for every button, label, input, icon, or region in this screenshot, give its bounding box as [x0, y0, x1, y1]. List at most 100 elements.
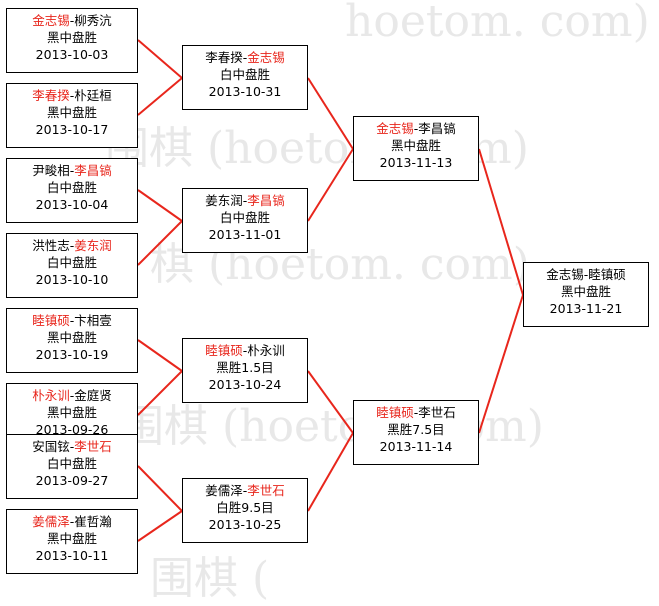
player-separator: -: [413, 121, 419, 136]
player-two: 柳秀沆: [74, 13, 112, 28]
match-result: 黑胜1.5目: [216, 360, 274, 375]
match-result: 白中盘胜: [219, 67, 270, 82]
match-result: 白中盘胜: [46, 255, 97, 270]
player-one: 安国铉: [32, 439, 70, 454]
match-players: 金志锡-柳秀沆: [9, 12, 135, 29]
player-separator: -: [413, 405, 419, 420]
player-separator: -: [69, 514, 75, 529]
match-players: 睦镇硕-朴永训: [185, 342, 305, 359]
match-players: 姜儒泽-李世石: [185, 482, 305, 499]
player-one: 尹畯相: [32, 163, 70, 178]
match-result: 黑中盘胜: [390, 138, 441, 153]
final-match-box[interactable]: 金志锡-睦镇硕 黑中盘胜 2013-11-21: [523, 262, 649, 327]
match-box[interactable]: 姜儒泽-李世石 白胜9.5目 2013-10-25: [182, 478, 308, 543]
player-two: 金志锡: [247, 50, 285, 65]
player-two: 睦镇硕: [588, 267, 626, 282]
player-separator: -: [69, 313, 75, 328]
match-box[interactable]: 睦镇硕-李世石 黑胜7.5目 2013-11-14: [353, 400, 479, 465]
player-separator: -: [69, 238, 75, 253]
match-players: 金志锡-睦镇硕: [526, 266, 646, 283]
match-date: 2013-11-21: [549, 301, 623, 316]
match-date: 2013-09-26: [35, 422, 109, 437]
match-players: 睦镇硕-李世石: [356, 404, 476, 421]
match-box[interactable]: 洪性志-姜东润 白中盘胜 2013-10-10: [6, 233, 138, 298]
match-players: 姜儒泽-崔哲瀚: [9, 513, 135, 530]
match-result: 白中盘胜: [46, 180, 97, 195]
player-two: 李世石: [418, 405, 456, 420]
player-one: 睦镇硕: [376, 405, 414, 420]
match-box[interactable]: 姜东润-李昌镐 白中盘胜 2013-11-01: [182, 188, 308, 253]
match-box[interactable]: 李春揆-朴廷桓 黑中盘胜 2013-10-17: [6, 83, 138, 148]
player-one: 李春揆: [32, 88, 70, 103]
match-players: 姜东润-李昌镐: [185, 192, 305, 209]
match-date: 2013-10-10: [35, 272, 109, 287]
watermark-text: 围棋 (: [150, 553, 270, 604]
match-date: 2013-10-17: [35, 122, 109, 137]
player-separator: -: [69, 88, 75, 103]
player-separator: -: [242, 343, 248, 358]
match-result: 黑胜7.5目: [387, 422, 445, 437]
match-result: 白胜9.5目: [216, 500, 274, 515]
match-result: 黑中盘胜: [46, 105, 97, 120]
player-separator: -: [242, 483, 248, 498]
player-two: 朴永训: [247, 343, 285, 358]
match-date: 2013-09-27: [35, 473, 109, 488]
match-date: 2013-10-25: [208, 517, 282, 532]
match-players: 李春揆-金志锡: [185, 49, 305, 66]
player-separator: -: [69, 163, 75, 178]
player-two: 姜东润: [74, 238, 112, 253]
player-one: 洪性志: [32, 238, 70, 253]
match-date: 2013-10-11: [35, 548, 109, 563]
match-result: 白中盘胜: [219, 210, 270, 225]
player-two: 李昌镐: [418, 121, 456, 136]
match-box[interactable]: 安国铉-李世石 白中盘胜 2013-09-27: [6, 434, 138, 499]
player-two: 崔哲瀚: [74, 514, 112, 529]
player-one: 睦镇硕: [205, 343, 243, 358]
match-players: 金志锡-李昌镐: [356, 120, 476, 137]
player-separator: -: [583, 267, 589, 282]
player-two: 李昌镐: [247, 193, 285, 208]
match-box[interactable]: 姜儒泽-崔哲瀚 黑中盘胜 2013-10-11: [6, 509, 138, 574]
player-one: 睦镇硕: [32, 313, 70, 328]
match-box[interactable]: 金志锡-李昌镐 黑中盘胜 2013-11-13: [353, 116, 479, 181]
match-box[interactable]: 金志锡-柳秀沆 黑中盘胜 2013-10-03: [6, 8, 138, 73]
match-players: 朴永训-金庭贤: [9, 387, 135, 404]
match-result: 黑中盘胜: [46, 30, 97, 45]
match-result: 黑中盘胜: [560, 284, 611, 299]
player-two: 李昌镐: [74, 163, 112, 178]
match-result: 黑中盘胜: [46, 531, 97, 546]
player-separator: -: [242, 193, 248, 208]
match-date: 2013-11-14: [379, 439, 453, 454]
match-box[interactable]: 睦镇硕-卞相壹 黑中盘胜 2013-10-19: [6, 308, 138, 373]
match-date: 2013-11-01: [208, 227, 282, 242]
player-one: 金志锡: [546, 267, 584, 282]
match-result: 黑中盘胜: [46, 405, 97, 420]
match-date: 2013-10-04: [35, 197, 109, 212]
match-players: 洪性志-姜东润: [9, 237, 135, 254]
player-separator: -: [69, 13, 75, 28]
match-players: 尹畯相-李昌镐: [9, 162, 135, 179]
match-date: 2013-10-24: [208, 377, 282, 392]
player-two: 朴廷桓: [74, 88, 112, 103]
player-one: 金志锡: [376, 121, 414, 136]
match-players: 睦镇硕-卞相壹: [9, 312, 135, 329]
player-one: 姜儒泽: [32, 514, 70, 529]
match-date: 2013-11-13: [379, 155, 453, 170]
match-box[interactable]: 李春揆-金志锡 白中盘胜 2013-10-31: [182, 45, 308, 110]
match-date: 2013-10-19: [35, 347, 109, 362]
match-players: 安国铉-李世石: [9, 438, 135, 455]
player-two: 李世石: [247, 483, 285, 498]
match-box[interactable]: 尹畯相-李昌镐 白中盘胜 2013-10-04: [6, 158, 138, 223]
player-two: 金庭贤: [74, 388, 112, 403]
player-one: 姜东润: [205, 193, 243, 208]
player-one: 李春揆: [205, 50, 243, 65]
player-one: 姜儒泽: [205, 483, 243, 498]
player-separator: -: [69, 439, 75, 454]
player-two: 卞相壹: [74, 313, 112, 328]
match-result: 黑中盘胜: [46, 330, 97, 345]
match-players: 李春揆-朴廷桓: [9, 87, 135, 104]
player-separator: -: [69, 388, 75, 403]
match-box[interactable]: 睦镇硕-朴永训 黑胜1.5目 2013-10-24: [182, 338, 308, 403]
player-separator: -: [242, 50, 248, 65]
player-one: 朴永训: [32, 388, 70, 403]
